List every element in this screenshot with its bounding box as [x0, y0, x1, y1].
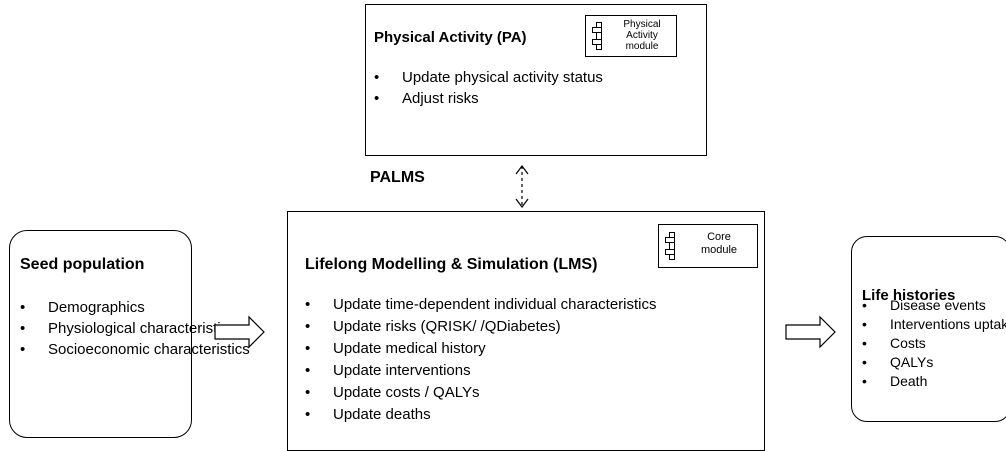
life-histories-box: Life histories Disease events Interventi… — [851, 236, 1006, 422]
list-item: Disease events — [862, 296, 1006, 315]
flow-arrow-right — [785, 315, 836, 349]
list-item: Adjust risks — [374, 88, 603, 109]
seed-list: Demographics Physiological characteristi… — [20, 297, 250, 360]
lms-box: Lifelong Modelling & Simulation (LMS) Co… — [287, 211, 765, 451]
list-item: Costs — [862, 334, 1006, 353]
list-item: Update time-dependent individual charact… — [305, 294, 657, 316]
list-item: Update physical activity status — [374, 67, 603, 88]
lms-list: Update time-dependent individual charact… — [305, 294, 657, 426]
pa-module-label: Physical Activity module — [623, 19, 661, 52]
flow-arrow-right — [214, 315, 265, 349]
list-item: Physiological characteristics — [20, 318, 250, 339]
list-item: Update interventions — [305, 360, 657, 382]
list-item: Update medical history — [305, 338, 657, 360]
pa-list: Update physical activity status Adjust r… — [374, 67, 603, 109]
list-item: Interventions uptake — [862, 315, 1006, 334]
list-item: QALYs — [862, 353, 1006, 372]
list-item: Socioeconomic characteristics — [20, 339, 250, 360]
lms-module-label: Core module — [700, 231, 738, 256]
pa-module-box: Physical Activity module — [585, 15, 677, 57]
seed-title: Seed population — [20, 256, 145, 273]
list-item: Update deaths — [305, 404, 657, 426]
bidirectional-arrow — [515, 165, 529, 208]
lms-title: Lifelong Modelling & Simulation (LMS) — [305, 256, 598, 273]
list-item: Update risks (QRISK/ /QDiabetes) — [305, 316, 657, 338]
physical-activity-box: Physical Activity (PA) Physical Activity… — [365, 4, 707, 156]
seed-population-box: Seed population Demographics Physiologic… — [9, 230, 250, 438]
list-item: Update costs / QALYs — [305, 382, 657, 404]
lms-module-box: Core module — [658, 224, 758, 268]
life-history-list: Disease events Interventions uptake Cost… — [862, 296, 1006, 391]
component-icon — [592, 22, 606, 50]
list-item: Demographics — [20, 297, 250, 318]
pa-title: Physical Activity (PA) — [374, 29, 527, 46]
list-item: Death — [862, 372, 1006, 391]
component-icon — [665, 232, 679, 260]
palms-label: PALMS — [370, 169, 425, 186]
